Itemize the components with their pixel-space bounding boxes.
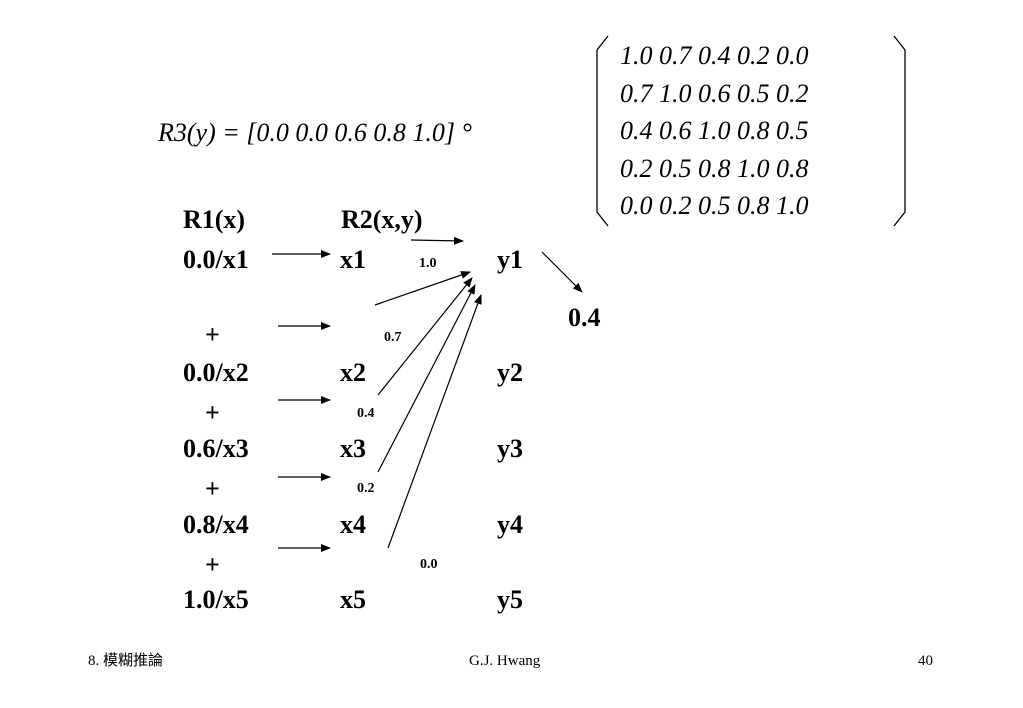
y-label-3: y3 bbox=[497, 434, 523, 463]
r1-term-1: 0.0/x1 bbox=[183, 245, 249, 274]
matrix-row-3: 0.4 0.6 1.0 0.8 0.5 bbox=[620, 116, 809, 145]
plus-sign-1: + bbox=[205, 320, 220, 349]
matrix-row-1: 1.0 0.7 0.4 0.2 0.0 bbox=[620, 41, 809, 70]
r1-header: R1(x) bbox=[183, 205, 246, 234]
weight-label-4: 0.2 bbox=[357, 481, 375, 496]
matrix-left-bracket bbox=[596, 35, 609, 227]
y-label-5: y5 bbox=[497, 585, 523, 614]
r1-term-3: 0.6/x3 bbox=[183, 434, 249, 463]
composition-equation: R3(y) = [0.0 0.0 0.6 0.8 1.0] ° bbox=[158, 118, 472, 147]
weight-label-5: 0.0 bbox=[420, 557, 438, 572]
weight-label-2: 0.7 bbox=[384, 330, 402, 345]
r1-term-5: 1.0/x5 bbox=[183, 585, 249, 614]
x-label-2: x2 bbox=[340, 358, 366, 387]
relation-matrix: 1.0 0.7 0.4 0.2 0.0 0.7 1.0 0.6 0.5 0.2 … bbox=[592, 32, 910, 230]
y-label-1: y1 bbox=[497, 245, 523, 274]
arrow-converge-3 bbox=[377, 284, 476, 473]
plus-sign-4: + bbox=[205, 550, 220, 579]
matrix-row-2: 0.7 1.0 0.6 0.5 0.2 bbox=[620, 78, 809, 108]
plus-sign-2: + bbox=[205, 398, 220, 427]
footer-author: G.J. Hwang bbox=[469, 653, 541, 669]
matrix-brackets bbox=[596, 35, 906, 227]
x-label-1: x1 bbox=[340, 245, 366, 274]
weight-label-3: 0.4 bbox=[357, 406, 375, 421]
r1-term-4: 0.8/x4 bbox=[183, 510, 249, 539]
y-label-4: y4 bbox=[497, 510, 523, 539]
result-value: 0.4 bbox=[568, 303, 601, 332]
arrow-converge-1 bbox=[374, 271, 471, 306]
footer-chapter: 8. 模糊推論 bbox=[88, 653, 164, 669]
y-label-2: y2 bbox=[497, 358, 523, 387]
matrix-right-bracket bbox=[893, 35, 906, 227]
weight-label-1: 1.0 bbox=[419, 256, 437, 271]
matrix-row-5: 0.0 0.2 0.5 0.8 1.0 bbox=[620, 191, 809, 220]
arrow-converge-4 bbox=[387, 294, 482, 549]
footer-page-number: 40 bbox=[918, 653, 933, 669]
x-label-3: x3 bbox=[340, 434, 366, 463]
r1-term-2: 0.0/x2 bbox=[183, 358, 249, 387]
arrow-top bbox=[410, 236, 464, 245]
r2-header: R2(x,y) bbox=[341, 205, 423, 234]
x-label-5: x5 bbox=[340, 585, 366, 614]
plus-sign-3: + bbox=[205, 474, 220, 503]
x-label-4: x4 bbox=[340, 510, 366, 539]
arrow-to-result bbox=[541, 251, 583, 293]
matrix-row-4: 0.2 0.5 0.8 1.0 0.8 bbox=[620, 153, 809, 183]
